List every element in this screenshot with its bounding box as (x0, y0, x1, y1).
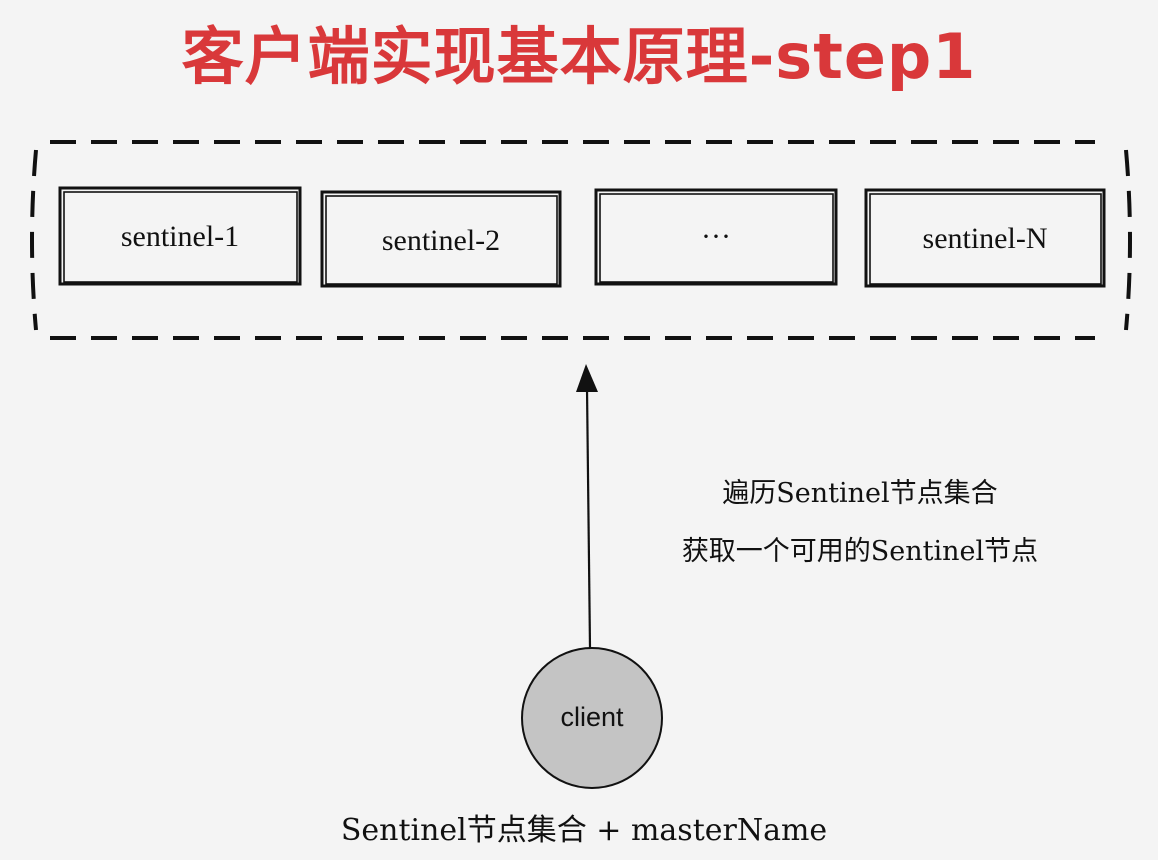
arrow-annotation-line-1: 遍历Sentinel节点集合 (722, 478, 998, 509)
sentinel-node-box-4 (864, 188, 1106, 288)
client-label: client (560, 702, 624, 732)
diagram-title: 客户端实现基本原理-step1 (181, 20, 977, 93)
request-arrow (576, 364, 598, 649)
arrow-annotation-line-2: 获取一个可用的Sentinel节点 (681, 536, 1039, 567)
sentinel-node-label-3: ··· (701, 220, 731, 253)
sentinel-node-box-1 (58, 186, 302, 286)
sentinel-node-label-4: sentinel-N (922, 222, 1048, 255)
sentinel-node-label-2: sentinel-2 (381, 224, 501, 257)
client-node (521, 647, 663, 789)
sentinel-node-label-1: sentinel-1 (120, 220, 240, 253)
sentinel-node-box-2 (320, 190, 562, 288)
client-caption: Sentinel节点集合 + masterName (340, 813, 828, 848)
sentinel-group-container (30, 140, 1132, 340)
sentinel-node-box-3 (594, 188, 838, 286)
